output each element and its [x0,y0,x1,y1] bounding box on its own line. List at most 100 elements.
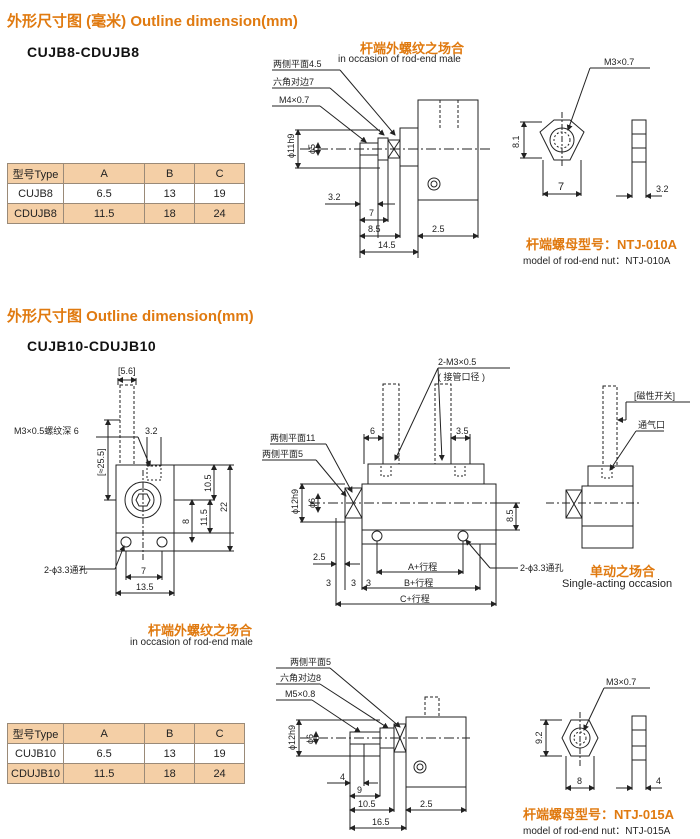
table-row: CUJB8 6.5 13 19 [7,183,245,204]
section1-rod-end-sub: in occasion of rod-end male [338,54,461,65]
label-dim-3-5: 3.5 [456,426,469,436]
label-dim-10-5-s3: 10.5 [358,799,376,809]
label-dim-3-2: 3.2 [328,192,341,202]
section3-nut-drawing [540,687,662,791]
table-cell: 18 [144,763,196,784]
section1-nut-drawing [520,67,662,199]
label-dia-6-s3: ϕ6 [305,734,315,744]
label-m3-depth: M3×0.5螺纹深 6 [14,425,79,436]
section1-nut-sub: model of rod-end nut：NTJ-010A [523,256,671,267]
table-row: CDUJB10 11.5 18 24 [7,763,245,784]
section1-spec-table: 型号Type A B C CUJB8 6.5 13 19 CDUJB8 11.5… [7,163,245,224]
table-row: CUJB10 6.5 13 19 [7,743,245,764]
label-dim-25-5: [≈25.5] [96,449,106,476]
table-cell: 19 [194,183,245,204]
label-dia-rod-s3: ϕ12h9 [287,725,297,750]
label-dim-3b: 3 [351,578,356,588]
section2-model: CUJB10-CDUJB10 [27,338,157,354]
label-holes: 2-ϕ3.3通孔 [44,565,88,575]
table-header-b: B [144,163,196,184]
table-header-c: C [194,723,245,744]
table-header-c: C [194,163,245,184]
label-dim-3a: 3 [326,578,331,588]
label-port-note: ( 接管口径 ) [438,371,485,382]
label-dim-3-2b: 3.2 [145,426,158,436]
label-nut-9-2: 9.2 [534,731,544,744]
single-acting-title: 单动之场合 [590,564,656,579]
label-thread-s3: M5×0.8 [285,689,315,699]
label-switch: [磁性开关] [634,390,675,401]
label-flats: 两侧平面4.5 [273,58,322,69]
table-cell: 11.5 [62,203,146,224]
label-flats-s3: 两侧平面5 [290,656,331,667]
label-nut-3-2: 3.2 [656,184,669,194]
label-dim-6: 6 [370,426,375,436]
label-dim-7: 7 [369,208,374,218]
section3-nut-title: 杆端螺母型号：NTJ-015A [523,807,674,822]
label-flats-5: 两侧平面5 [262,448,303,459]
label-dim-11-5: 11.5 [199,509,209,526]
label-dim-13-5: 13.5 [136,582,154,592]
label-dim-14-5: 14.5 [378,240,396,250]
label-b-stroke: B+行程 [404,577,433,588]
label-dim-7b: 7 [141,566,146,576]
section1-rod-end-title: 杆端外螺纹之场合 [360,41,465,56]
label-dim-8: 8 [181,519,191,524]
label-holes-2: 2-ϕ3.3通孔 [520,563,564,573]
label-nut-8-1: 8.1 [511,135,521,148]
label-dim-8-5: 8.5 [368,224,381,234]
single-acting-sub: Single-acting occasion [562,578,673,590]
label-dim-22: 22 [219,502,229,512]
label-dim-2-5b: 2.5 [313,552,326,562]
section1-rod-end-drawing [272,69,490,258]
section1-model: CUJB8-CDUJB8 [27,44,140,60]
label-dim-4-s3: 4 [340,772,345,782]
label-dia-12: ϕ12h9 [290,489,300,514]
label-dim-5-6: [5.6] [118,366,136,376]
section1-nut-title: 杆端螺母型号：NTJ-010A [526,237,677,252]
table-cell: 11.5 [62,763,146,784]
label-dim-8-5b: 8.5 [505,509,515,522]
table-header-type: 型号Type [7,163,64,184]
table-header-a: A [62,163,146,184]
label-a-stroke: A+行程 [408,561,437,572]
label-dim-10-5: 10.5 [203,474,213,492]
table-header-a: A [62,723,146,744]
label-dim-9-s3: 9 [357,785,362,795]
label-nut-thread: M3×0.7 [604,57,634,67]
section2-single-acting-drawing [546,385,690,549]
label-dim-2-5-s3: 2.5 [420,799,433,809]
label-dim-2-5: 2.5 [432,224,445,234]
label-dia-5: ϕ5 [307,144,317,154]
label-flats-11: 两侧平面11 [270,432,315,443]
label-nut-4: 4 [656,776,661,786]
label-dia-6: ϕ6 [307,498,317,508]
section2-title: 外形尺寸图 Outline dimension(mm) [7,308,254,325]
label-thread: M4×0.7 [279,95,309,105]
section3-spec-table: 型号Type A B C CUJB10 6.5 13 19 CDUJB10 11… [7,723,245,784]
label-hex-s3: 六角对边8 [280,672,321,683]
label-dim-16-5-s3: 16.5 [372,817,390,827]
label-port: 2-M3×0.5 [438,357,476,367]
section3-rod-end-title: 杆端外螺纹之场合 [148,623,253,638]
table-cell: CDUJB8 [7,203,64,224]
label-vent: 通气口 [638,419,665,430]
table-cell: 24 [194,203,245,224]
section3-rod-end-drawing [276,667,470,831]
table-cell: CUJB8 [7,183,64,204]
section2-side-drawing [80,377,234,596]
label-dim-3c: 3 [366,578,371,588]
section1-title: 外形尺寸图 (毫米) Outline dimension(mm) [7,13,298,30]
table-row: CDUJB8 11.5 18 24 [7,203,245,224]
label-nut-thread-s3: M3×0.7 [606,677,636,687]
section3-rod-end-sub: in occasion of rod-end male [130,637,253,648]
label-dia-rod: ϕ11h9 [286,134,296,158]
section2-front-drawing [262,367,520,607]
label-hex: 六角对边7 [273,76,314,87]
label-c-stroke: C+行程 [400,593,430,604]
label-nut-7: 7 [558,181,564,193]
table-cell: 24 [194,763,245,784]
label-nut-8: 8 [577,776,582,786]
section3-nut-sub: model of rod-end nut：NTJ-015A [523,826,671,837]
